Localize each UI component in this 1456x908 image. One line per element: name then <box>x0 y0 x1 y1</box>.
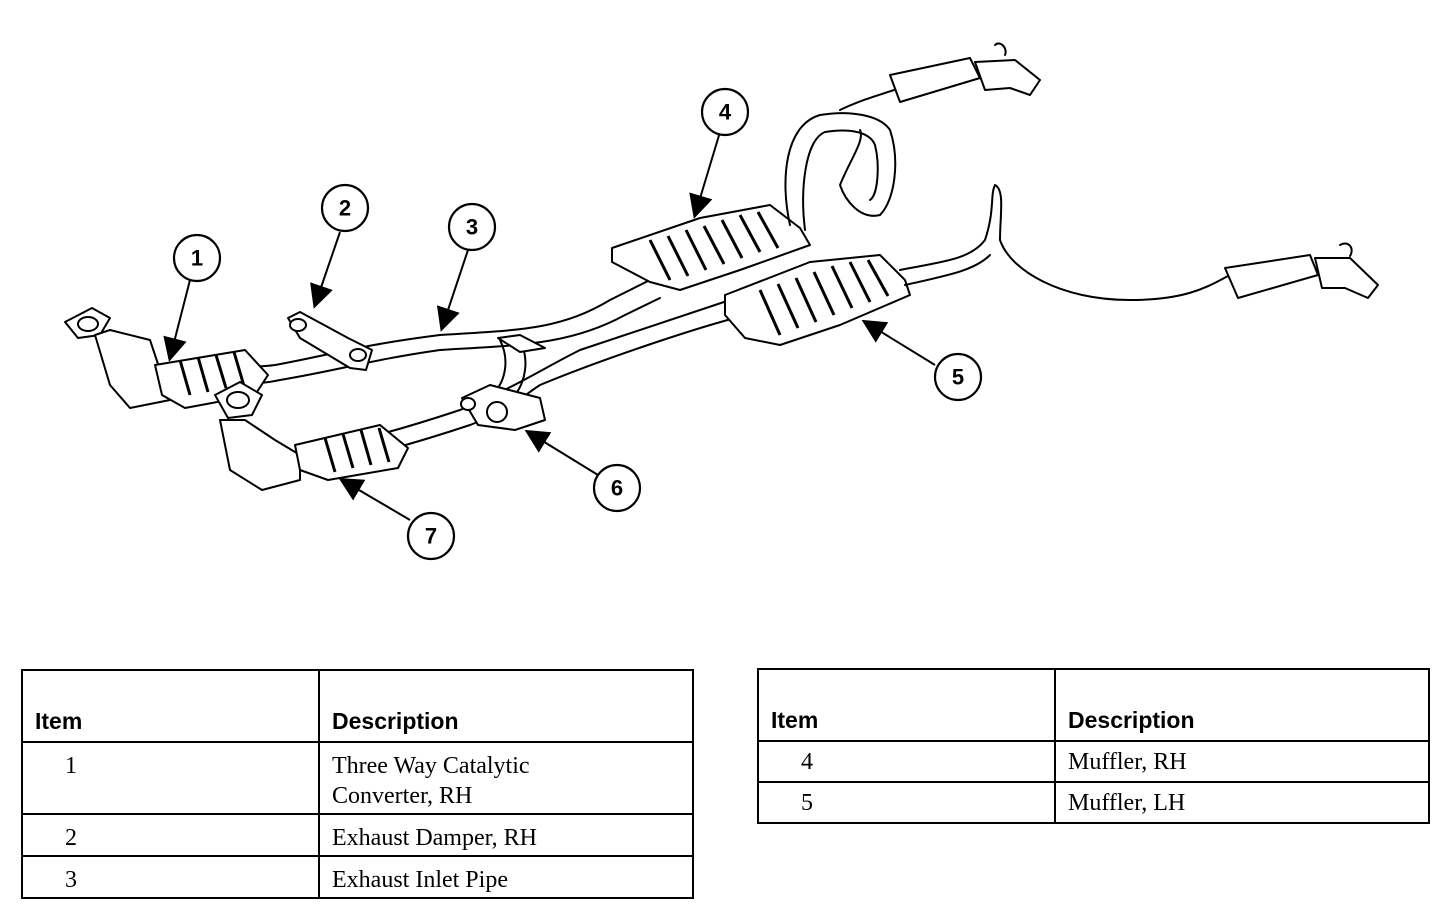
item-column-header: Item <box>21 669 320 743</box>
table-row: 4 Muffler, RH <box>757 740 1430 783</box>
item-number: 3 <box>21 855 320 899</box>
table-row: 3 Exhaust Inlet Pipe <box>21 855 694 899</box>
svg-text:7: 7 <box>425 524 437 549</box>
exhaust-system-diagram: 1 2 3 4 5 6 7 <box>64 42 1379 561</box>
muffler-rh-shape <box>611 204 811 291</box>
parts-table-left: Item Description 1 Three Way Catalytic C… <box>21 669 694 899</box>
item-description: Three Way Catalytic Converter, RH <box>318 741 694 815</box>
svg-text:3: 3 <box>466 215 478 240</box>
item-number: 1 <box>21 741 320 815</box>
table-row: 5 Muffler, LH <box>757 781 1430 824</box>
svg-text:4: 4 <box>719 100 732 125</box>
leader-lines <box>163 131 936 521</box>
table-row: 1 Three Way Catalytic Converter, RH <box>21 741 694 815</box>
svg-text:1: 1 <box>191 246 203 271</box>
item-description: Muffler, LH <box>1054 781 1430 824</box>
parts-table-right: Item Description 4 Muffler, RH 5 Muffler… <box>757 668 1430 824</box>
callout-7: 7 <box>406 511 456 561</box>
svg-text:6: 6 <box>611 476 623 501</box>
svg-text:5: 5 <box>952 365 964 390</box>
item-number: 5 <box>757 781 1056 824</box>
item-description: Exhaust Inlet Pipe <box>318 855 694 899</box>
item-number: 4 <box>757 740 1056 783</box>
callout-5: 5 <box>933 352 983 402</box>
item-description: Exhaust Damper, RH <box>318 813 694 857</box>
callout-3: 3 <box>447 202 497 252</box>
description-column-header: Description <box>1054 668 1430 742</box>
rh-exhaust-run <box>149 42 1041 393</box>
callout-4: 4 <box>700 87 750 137</box>
item-column-header: Item <box>757 668 1056 742</box>
callout-2: 2 <box>320 183 370 233</box>
item-description: Muffler, RH <box>1054 740 1430 783</box>
table-row: 2 Exhaust Damper, RH <box>21 813 694 857</box>
svg-text:2: 2 <box>339 196 351 221</box>
table-header-row: Item Description <box>757 668 1430 742</box>
muffler-lh-shape <box>724 254 911 346</box>
table-header-row: Item Description <box>21 669 694 743</box>
item-number: 2 <box>21 813 320 857</box>
callout-1: 1 <box>172 233 222 283</box>
catalytic-converter-lh-shape <box>214 381 409 491</box>
callout-6: 6 <box>592 463 642 513</box>
description-column-header: Description <box>318 669 694 743</box>
